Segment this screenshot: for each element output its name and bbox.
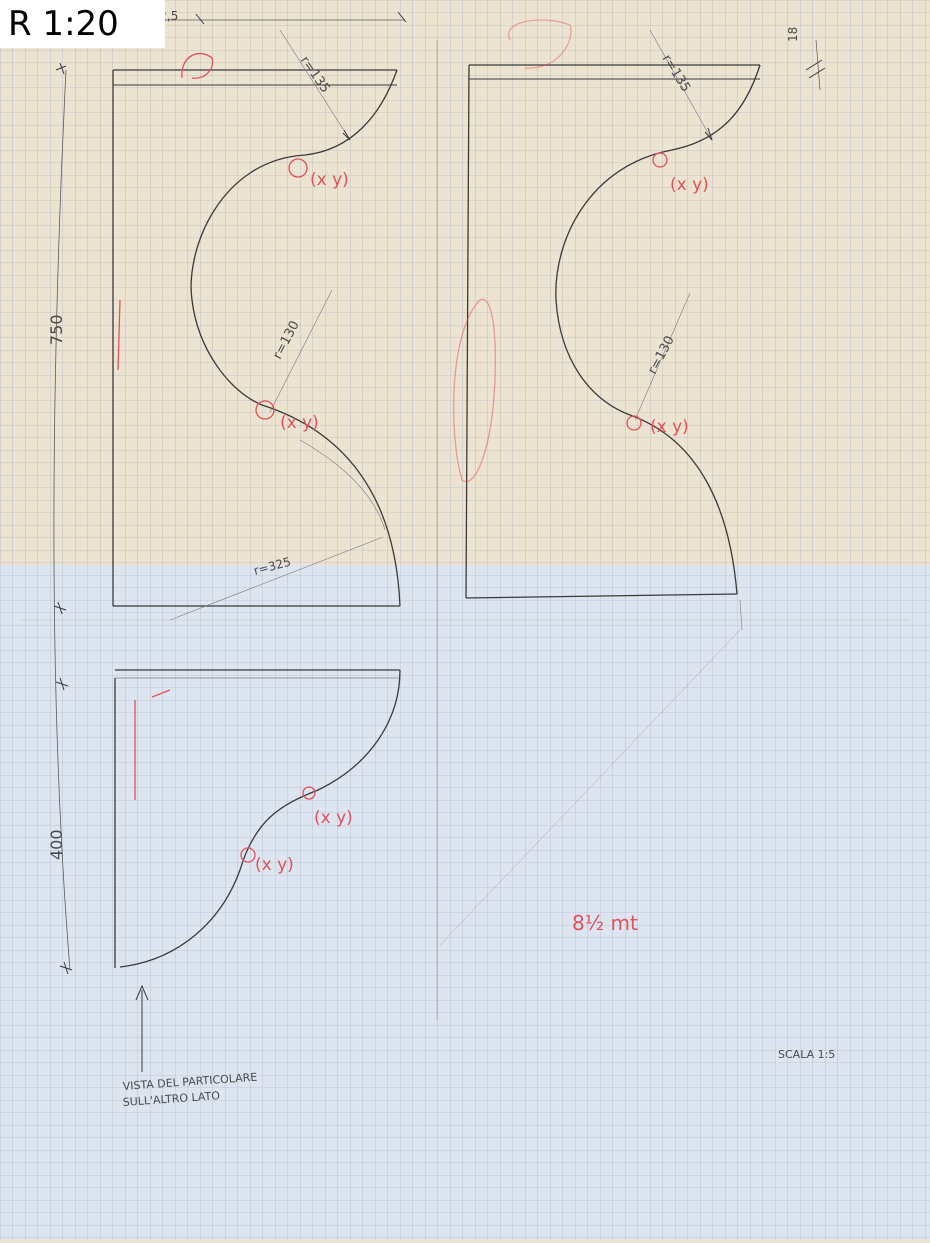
red-scribble: 8½ mt (572, 911, 638, 935)
lower-point-2: (x y) (255, 855, 294, 875)
scale-title: R 1:20 (0, 0, 165, 48)
right-part (465, 64, 761, 599)
scale-note: SCALA 1:5 (778, 1048, 835, 1061)
construction-diagonal (439, 629, 741, 946)
left-point-2: (x y) (280, 413, 319, 433)
dim-height-main: 750 (47, 314, 66, 345)
right-point-2: (x y) (650, 417, 689, 437)
dimension-line-left (53, 69, 71, 971)
lower-part (114, 669, 401, 968)
left-point-1: (x y) (310, 170, 349, 190)
lower-point-1: (x y) (314, 808, 353, 828)
right-part-construction (634, 29, 743, 631)
dim-height-lower: 400 (47, 829, 66, 860)
left-part-construction (169, 29, 386, 621)
right-point-1: (x y) (670, 175, 709, 195)
left-part (112, 69, 401, 607)
note-arrow (135, 984, 149, 1072)
red-markings (117, 19, 668, 863)
dim-thickness: 18 (786, 27, 800, 42)
